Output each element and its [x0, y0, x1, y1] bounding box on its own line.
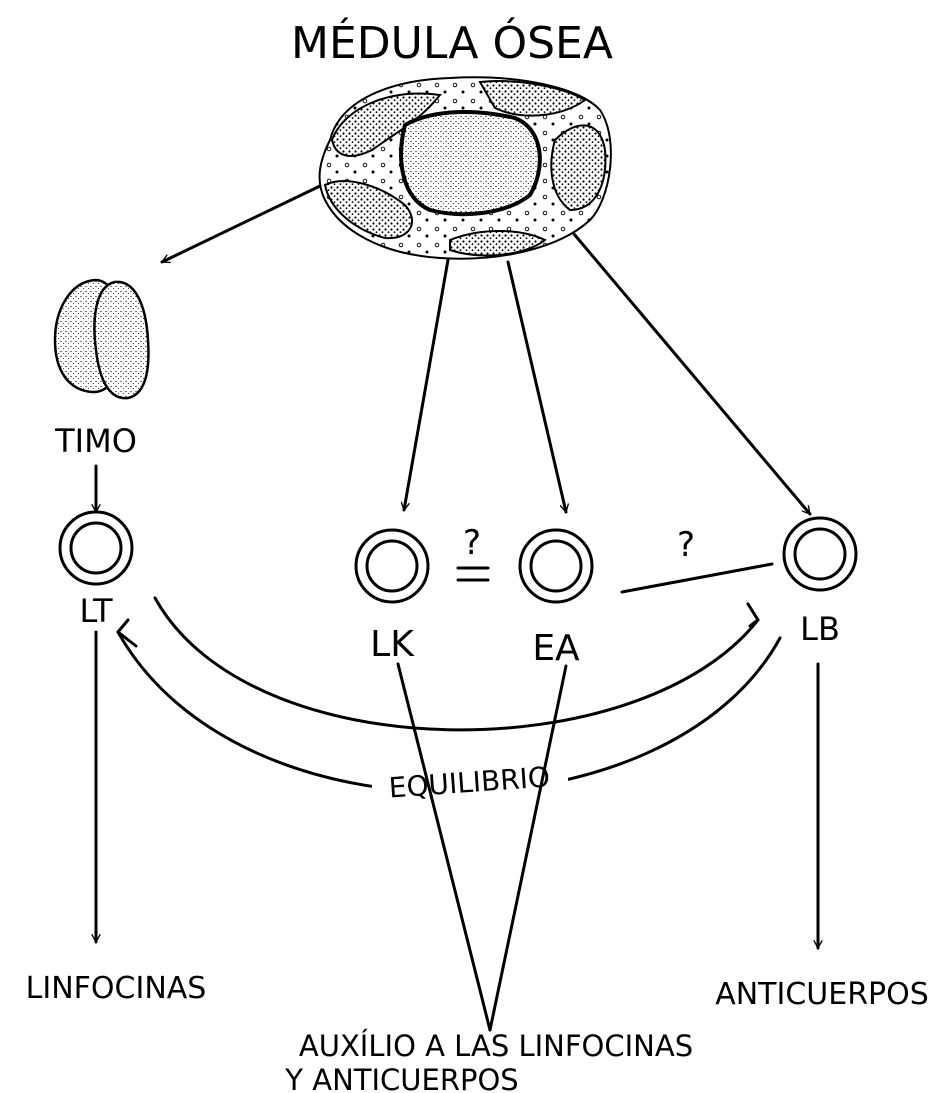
- thymus-illustration: [55, 280, 148, 398]
- question-mark-ea-lb: ?: [677, 525, 695, 565]
- label-timo: TIMO: [54, 422, 137, 460]
- cell-lb: [784, 518, 856, 590]
- label-lb: LB: [800, 610, 840, 648]
- arrow-marrow-to-lk: [404, 260, 448, 510]
- cell-ea: [520, 530, 592, 602]
- title-medula-osea: MÉDULA ÓSEA: [291, 16, 613, 69]
- link-ea-lb: [622, 564, 772, 592]
- bone-marrow-illustration: [320, 77, 611, 258]
- arrow-marrow-to-lb: [574, 234, 810, 514]
- arrow-marrow-to-timo: [162, 186, 320, 262]
- question-mark-lk-ea: ?: [463, 523, 481, 563]
- cell-lk: [356, 530, 428, 602]
- line-ea-to-auxilio: [490, 666, 566, 1030]
- equilibrio-arc: [118, 598, 780, 793]
- label-lk: LK: [370, 624, 415, 665]
- arrow-marrow-to-ea: [508, 262, 566, 512]
- label-ea: EA: [532, 628, 580, 669]
- label-anticuerpos: ANTICUERPOS: [715, 977, 929, 1012]
- label-auxilio-line1: AUXÍLIO A LAS LINFOCINAS: [299, 1029, 693, 1063]
- label-lt: LT: [80, 592, 113, 630]
- label-auxilio-line2: Y ANTICUERPOS: [284, 1063, 518, 1093]
- line-lk-to-auxilio: [398, 664, 490, 1030]
- cell-lt: [60, 512, 132, 584]
- label-linfocinas: LINFOCINAS: [26, 971, 207, 1006]
